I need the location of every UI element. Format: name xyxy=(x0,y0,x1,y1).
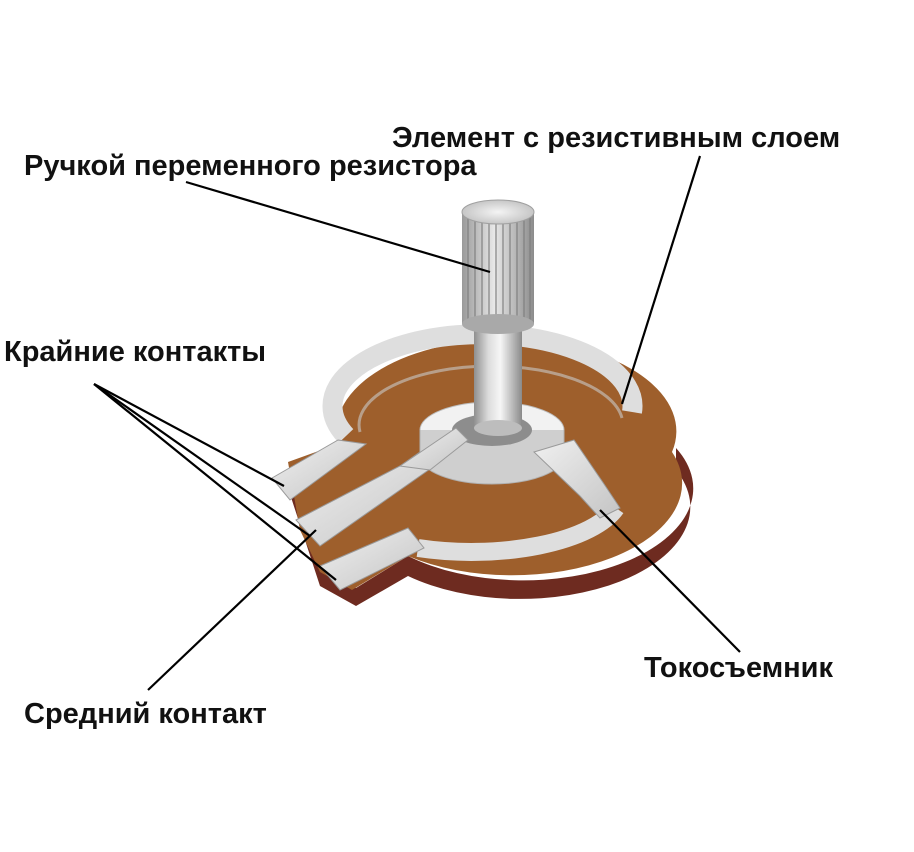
leader-middle xyxy=(148,530,316,690)
shaft xyxy=(474,320,522,436)
label-handle: Ручкой переменного резистора xyxy=(24,152,477,181)
leader-handle xyxy=(186,182,490,272)
leader-element xyxy=(622,156,700,404)
label-outer-contacts: Крайние контакты xyxy=(4,338,266,367)
label-middle-contact: Средний контакт xyxy=(24,700,267,729)
label-wiper: Токосъемник xyxy=(644,654,833,683)
leader-outer-top xyxy=(94,384,284,486)
leader-outer-mid xyxy=(94,384,310,536)
label-resistive-element: Элемент с резистивным слоем xyxy=(392,124,840,153)
